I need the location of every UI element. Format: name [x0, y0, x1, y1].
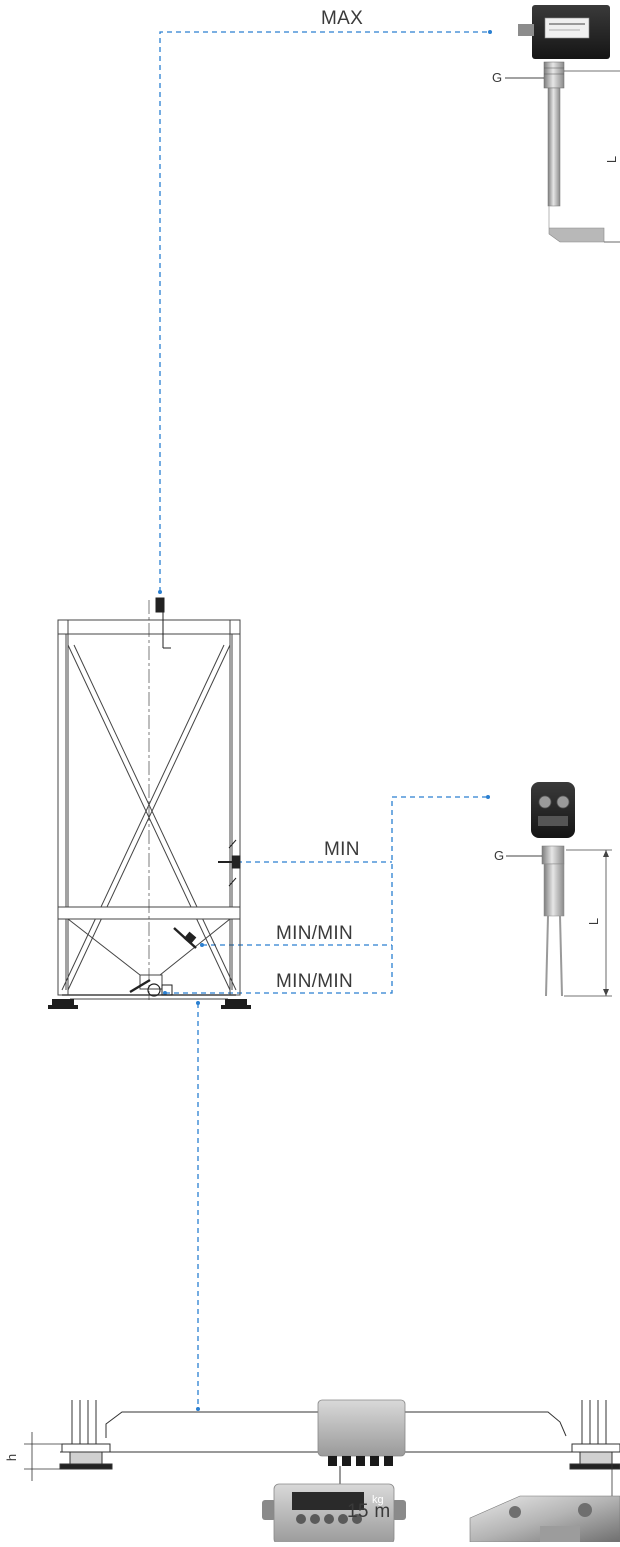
- cable-gland: [518, 24, 534, 36]
- silo-foot-left-base: [48, 1005, 78, 1009]
- silo-min-min-sensor-lower: [129, 978, 151, 994]
- leader-dot: [200, 943, 204, 947]
- silo-wall-break: [228, 839, 237, 849]
- indicator-display: [292, 1492, 364, 1510]
- min-min-upper-label: MIN/MIN: [276, 923, 354, 944]
- indicator-key: [296, 1514, 306, 1524]
- leader-lines: [159, 31, 490, 1409]
- weighing-frame: [405, 1411, 567, 1437]
- fork-housing: [531, 782, 575, 838]
- leader-dot: [163, 991, 167, 995]
- weighing-frame: [105, 1411, 318, 1438]
- indicator-bracket-right: [392, 1500, 406, 1520]
- fork-thread: [541, 845, 565, 865]
- load-cell-photo: [469, 1495, 620, 1543]
- right-load-cell-base: [569, 1463, 620, 1470]
- silo-sensors: [129, 597, 241, 997]
- silo-min-min-sensor-upper-head: [183, 931, 197, 945]
- silo-outlet-flange: [139, 974, 163, 990]
- silo-drawing: [57, 600, 241, 1000]
- fork-indicator-right: [556, 795, 570, 809]
- fork-tine-left: [545, 915, 549, 997]
- silo-foot-right-base: [221, 1005, 251, 1009]
- silo-min-sensor-head: [231, 855, 241, 869]
- min-min-lower-leader-line: [165, 796, 488, 994]
- leader-dot: [196, 1407, 200, 1411]
- cable-gland: [328, 1456, 337, 1466]
- silo-foot-right: [225, 999, 247, 1005]
- indicator-key: [352, 1514, 362, 1524]
- silo-foot-left: [52, 999, 74, 1005]
- fork-indicator-left: [538, 795, 552, 809]
- min-min-lower-label: MIN/MIN: [276, 971, 354, 992]
- silo-min-min-sensor-lower-head: [161, 984, 173, 996]
- indicator-bracket-left: [262, 1500, 276, 1520]
- g-top-label: G: [492, 70, 503, 85]
- silo-feet: [48, 999, 251, 1009]
- right-load-cell-top: [571, 1443, 620, 1453]
- paddle-level-switch-image: [505, 5, 620, 243]
- min-label: MIN: [324, 839, 360, 860]
- indicator-key: [338, 1514, 348, 1524]
- leader-dot: [488, 30, 492, 34]
- silo-brace: [61, 644, 225, 991]
- leader-dot: [486, 795, 490, 799]
- indicator-key: [310, 1514, 320, 1524]
- silo-wall-break: [228, 877, 237, 887]
- load-cell-bolt: [509, 1506, 521, 1518]
- cable-gland: [342, 1456, 351, 1466]
- load-cell-bolt: [578, 1503, 592, 1517]
- fork-label-plate: [538, 816, 568, 826]
- switch-thread: [543, 61, 565, 89]
- fork-tine-right: [559, 915, 563, 997]
- max-leader-line: [159, 31, 490, 592]
- h-label: h: [4, 1453, 20, 1462]
- vibrating-fork-switch-image: [506, 782, 612, 997]
- g-mid-label: G: [494, 848, 505, 863]
- junction-box-body: [317, 1399, 406, 1457]
- dim-arrow: [603, 989, 609, 996]
- right-load-cell-body: [579, 1451, 613, 1465]
- switch-paddle: [548, 206, 605, 243]
- silo-hopper-left: [67, 918, 141, 976]
- cable-gland: [356, 1456, 365, 1466]
- silo-brace: [73, 644, 237, 991]
- switch-extension-tube: [547, 87, 561, 207]
- indicator-unit-label: kg: [372, 1494, 384, 1506]
- weight-indicator: [262, 1483, 406, 1545]
- left-load-cell-body: [69, 1451, 103, 1465]
- silo-max-sensor: [155, 597, 165, 613]
- left-load-cell-base: [59, 1463, 113, 1470]
- max-label: MAX: [321, 8, 364, 29]
- cable-gland: [370, 1456, 379, 1466]
- indicator-key: [324, 1514, 334, 1524]
- fork-body: [543, 863, 565, 917]
- weighing-system: [24, 1400, 620, 1530]
- load-cell-cylinder: [540, 1526, 580, 1542]
- leader-dots: [158, 30, 492, 1411]
- silo-min-min-sensor-lower-body: [147, 983, 161, 997]
- cable-gland: [384, 1456, 393, 1466]
- switch-nameplate: [544, 17, 590, 39]
- l-top-label: L: [604, 155, 620, 164]
- leader-dot: [158, 590, 162, 594]
- left-load-cell-top: [61, 1443, 111, 1453]
- dim-arrow: [603, 850, 609, 857]
- leader-dot: [196, 1001, 200, 1005]
- cable-length-label: 15 m: [347, 1501, 391, 1522]
- junction-box: [317, 1399, 406, 1466]
- l-mid-label: L: [586, 917, 602, 926]
